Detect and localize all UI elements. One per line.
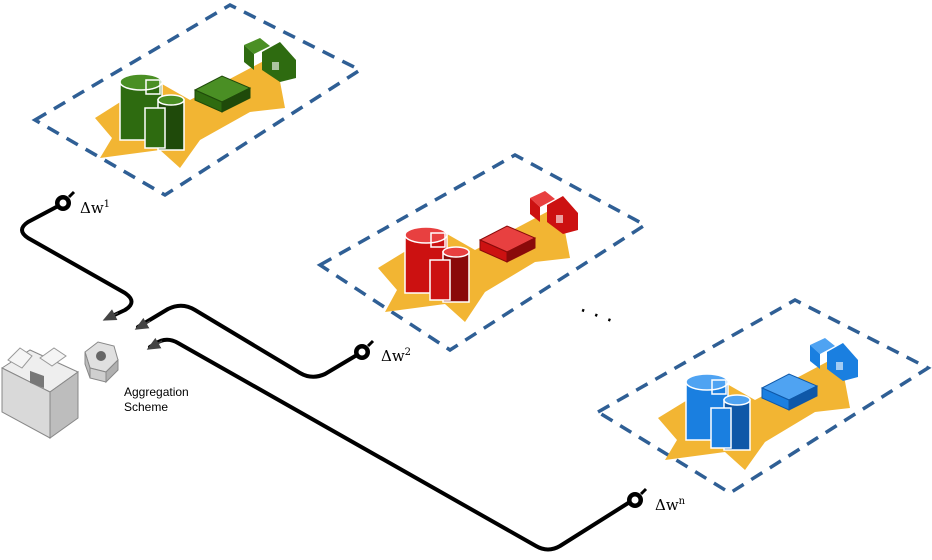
client-panel-1 [31,3,364,198]
update-label-w1: Δw1 [80,199,110,217]
aggregation-scheme-label-2: Scheme [124,400,168,414]
lock-icon [354,339,375,360]
client-panel-2 [316,153,649,353]
database-icon [685,373,751,451]
box-icon [760,373,819,411]
wire-client-2 [136,303,364,379]
wire-arrowheads [102,309,163,350]
ellipsis: . . . [577,293,618,328]
aggregation-scheme-label: Aggregation [124,385,189,399]
lock-icon [55,190,76,211]
box-icon [193,75,252,113]
client-panel-n [594,298,932,496]
aggregation-gear-icon [84,341,119,384]
wire-client-n [148,337,635,552]
dashed-border [594,298,932,496]
box-icon [478,225,537,263]
lock-icon [530,191,578,234]
lock-icon [810,338,858,381]
database-icon [119,73,185,151]
lock-icon [244,38,296,82]
lock-icon [627,487,648,508]
wire-client-1 [20,202,134,320]
server-icon [0,347,79,439]
update-label-w2: Δw2 [381,347,411,365]
update-label-wn: Δwn [655,496,686,514]
database-icon [404,226,470,303]
